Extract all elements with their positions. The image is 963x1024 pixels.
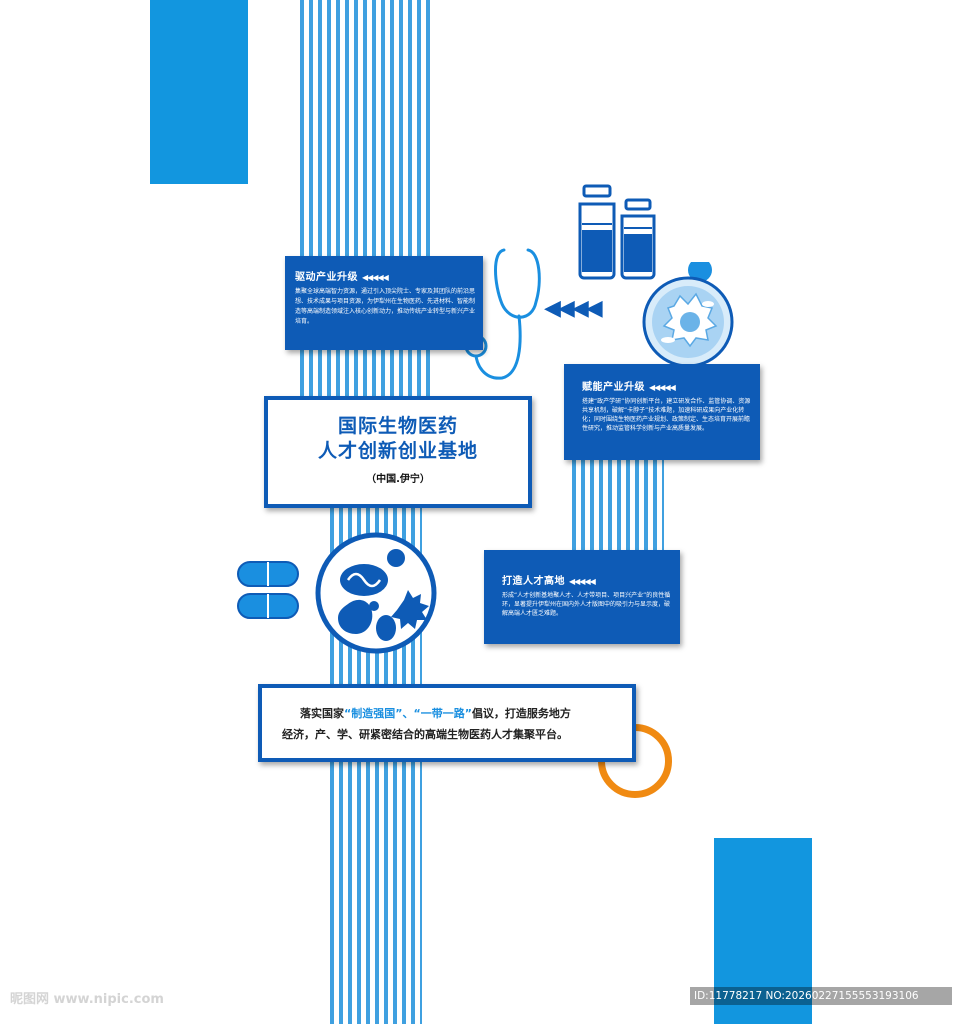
slogan-highlight-1: “制造强国”: [344, 707, 403, 720]
card-talent-text: 形成“人才创新基地聚人才、人才带项目、项目兴产业”的良性循环，显著提升伊犁州在国…: [502, 592, 671, 617]
card-empower-arrows: ◀◀◀◀◀: [648, 383, 676, 392]
card-empower-industry: 赋能产业升级 ◀◀◀◀◀ 搭建“政产学研”协同创新平台，建立研发合作、监管协调、…: [564, 364, 760, 460]
card-drive-text: 集聚全球高端智力资源，通过引入顶尖院士、专家及其团队的前沿思想、技术成果与项目资…: [295, 288, 476, 325]
capsule-pills-icon: [237, 561, 299, 619]
slogan-part1: 落实国家: [300, 707, 344, 720]
slogan-line2: 经济，产、学、研紧密结合的高端生物医药人才集聚平台。: [282, 728, 568, 741]
slogan-part2: 倡议，打造服务地方: [471, 707, 571, 720]
card-drive-industry: 驱动产业升级 ◀◀◀◀◀ 集聚全球高端智力资源，通过引入顶尖院士、专家及其团队的…: [285, 256, 483, 350]
main-title-line1: 国际生物医药: [337, 415, 458, 437]
decor-block-bottom: [714, 838, 812, 1024]
card-drive-title: 驱动产业升级: [295, 272, 358, 283]
card-empower-text: 搭建“政产学研”协同创新平台，建立研发合作、监管协调、资源共享机制，破解“卡脖子…: [582, 398, 751, 432]
card-talent-arrows: ◀◀◀◀◀: [568, 577, 596, 586]
medicine-bottles-icon: [578, 184, 656, 280]
main-title-line2: 人才创新创业基地: [317, 440, 478, 462]
card-empower-title-row: 赋能产业升级 ◀◀◀◀◀: [582, 378, 754, 393]
slogan-box: 落实国家“制造强国”、“一带一路”倡议，打造服务地方 经济，产、学、研紧密结合的…: [258, 684, 636, 762]
stripe-column-right: [572, 455, 664, 555]
slogan-line1: 落实国家“制造强国”、“一带一路”倡议，打造服务地方: [300, 703, 610, 724]
slogan-inner: 落实国家“制造强国”、“一带一路”倡议，打造服务地方 经济，产、学、研紧密结合的…: [262, 688, 632, 758]
watermark-right: ID:11778217 NO:20260227155553193106: [690, 987, 952, 1005]
slogan-separator: 、: [402, 707, 414, 720]
main-title-box: 国际生物医药 人才创新创业基地 （中国.伊宁）: [264, 396, 532, 508]
cell-illustration-light-icon: [642, 262, 734, 368]
decor-block-top: [150, 0, 248, 184]
card-drive-title-row: 驱动产业升级 ◀◀◀◀◀: [295, 268, 475, 283]
slogan-highlight-2: “一带一路”: [413, 707, 472, 720]
card-talent-highland: 打造人才高地 ◀◀◀◀◀ 形成“人才创新基地聚人才、人才带项目、项目兴产业”的良…: [484, 550, 680, 644]
pointer-arrows: ◀◀◀◀: [544, 296, 603, 321]
main-title-inner: 国际生物医药 人才创新创业基地 （中国.伊宁）: [268, 400, 528, 504]
watermark-left: 昵图网 www.nipic.com: [10, 992, 164, 1007]
card-drive-arrows: ◀◀◀◀◀: [361, 273, 389, 282]
card-talent-title: 打造人才高地: [502, 576, 565, 587]
main-title-subtitle: （中国.伊宁）: [366, 474, 430, 485]
cell-illustration-dark-icon: [315, 532, 437, 654]
card-talent-title-row: 打造人才高地 ◀◀◀◀◀: [502, 572, 672, 587]
card-empower-title: 赋能产业升级: [582, 382, 645, 393]
